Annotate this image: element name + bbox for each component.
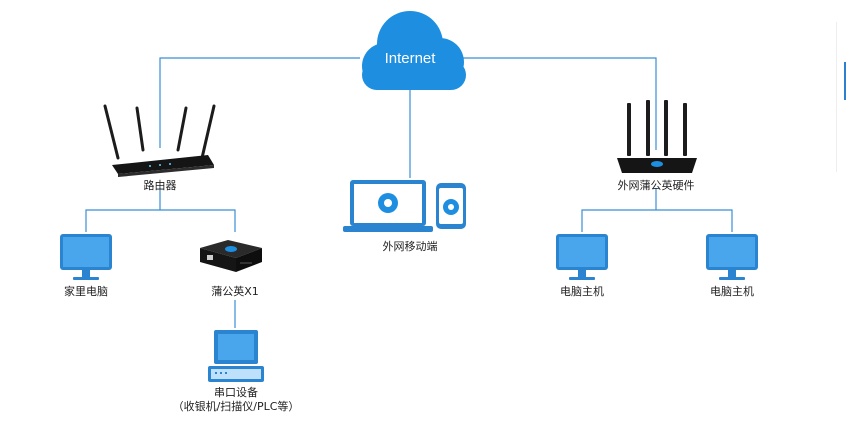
monitor-icon-pc-host-2 [706, 234, 758, 280]
line-internet-router [159, 57, 360, 148]
cloud-icon [362, 11, 466, 90]
laptop-icon [343, 180, 433, 232]
terminal-icon [208, 330, 264, 382]
monitor-icon-pc-host-1 [556, 234, 608, 280]
phone-icon [436, 183, 466, 229]
home-pc-label: 家里电脑 [64, 285, 108, 298]
pgy-x1-label: 蒲公英X1 [211, 285, 259, 298]
pc-host-2-label: 电脑主机 [710, 285, 754, 298]
router-icon-remote [617, 100, 697, 173]
router-icon [103, 104, 216, 177]
remote-hardware-label: 外网蒲公英硬件 [617, 179, 695, 192]
cloud-label: Internet [384, 50, 436, 67]
scroll-indicator[interactable] [844, 62, 846, 100]
monitor-icon-home-pc [60, 234, 112, 280]
line-internet-remote [458, 57, 657, 150]
router-label: 路由器 [143, 179, 177, 192]
pc-host-1-label: 电脑主机 [560, 285, 604, 298]
serial-device-examples-label: （收银机/扫描仪/PLC等） [172, 400, 300, 413]
serial-device-label: 串口设备 [214, 386, 258, 399]
connector-lines [85, 57, 733, 328]
line-router-split [85, 209, 236, 232]
sidebar-divider [836, 22, 837, 172]
mobile-label: 外网移动端 [382, 240, 438, 253]
line-remote-split [581, 209, 733, 232]
dandelion-box-icon [200, 240, 262, 272]
